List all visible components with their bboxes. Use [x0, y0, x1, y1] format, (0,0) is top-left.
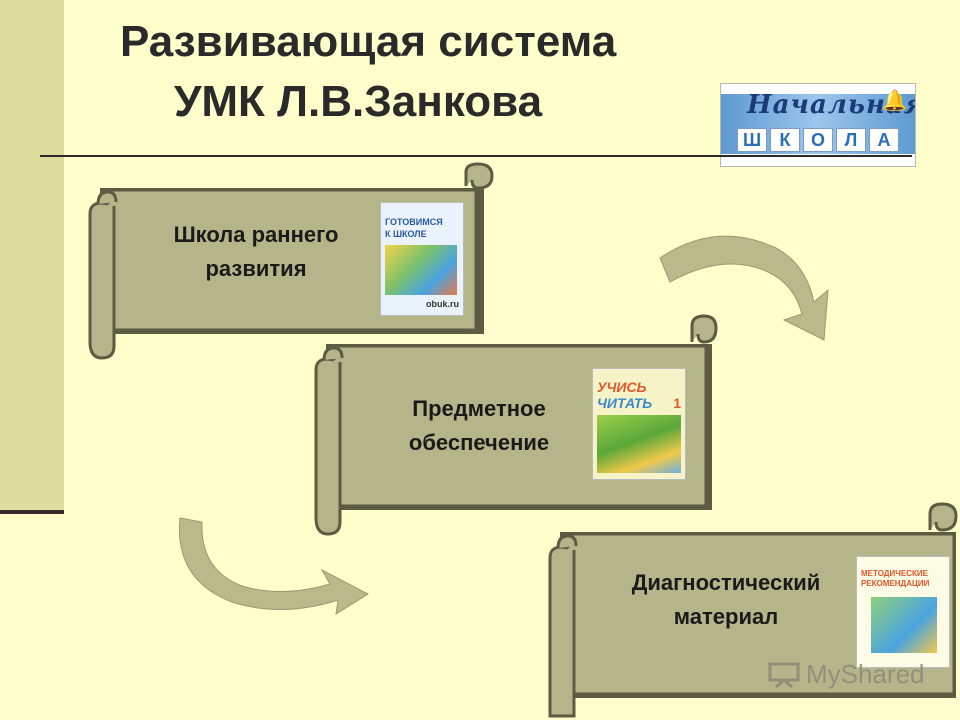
slide-title: Развивающая система УМК Л.В.Занкова — [120, 12, 720, 132]
logo-letter: А — [869, 128, 899, 152]
scroll-label-3: Диагностический материал — [586, 566, 866, 634]
book-1-site: obuk.ru — [426, 299, 459, 309]
title-line-2: УМК Л.В.Занкова — [174, 77, 543, 126]
nachalnaya-shkola-logo: Начальная 🔔 Ш К О Л А — [720, 83, 916, 167]
logo-script-text: Начальная — [747, 90, 916, 120]
book-2-title1: УЧИСЬ — [597, 379, 647, 395]
title-divider — [40, 155, 912, 157]
book-1-title1: ГОТОВИМСЯ — [385, 217, 443, 227]
scroll-card-2: Предметное обеспечение УЧИСЬ ЧИТАТЬ 1 — [312, 314, 722, 538]
logo-letters: Ш К О Л А — [737, 128, 899, 152]
book-3-art — [871, 597, 937, 653]
scroll-label-3-line1: Диагностический — [631, 570, 821, 595]
book-2-number: 1 — [673, 395, 681, 411]
logo-letter: Ш — [737, 128, 767, 152]
book-cover-gotovimsya: ГОТОВИМСЯ К ШКОЛЕ obuk.ru — [380, 202, 464, 316]
book-2-art — [597, 415, 681, 473]
book-1-title2: К ШКОЛЕ — [385, 229, 427, 239]
scroll-card-3: Диагностический материал МЕТОДИЧЕСКИЕ РЕ… — [546, 502, 960, 720]
scroll-label-2: Предметное обеспечение — [364, 392, 594, 460]
flow-arrow-2 — [178, 517, 370, 615]
scroll-label-1-line2: развития — [205, 256, 307, 281]
presentation-icon — [768, 662, 800, 688]
myshared-watermark: MyShared — [768, 656, 925, 692]
book-3-title2: РЕКОМЕНДАЦИИ — [861, 579, 930, 588]
bell-icon: 🔔 — [882, 90, 907, 112]
logo-letter: Л — [836, 128, 866, 152]
flow-arrow-1 — [659, 235, 829, 341]
watermark-text: MyShared — [806, 658, 925, 689]
logo-letter: К — [770, 128, 800, 152]
left-band-underline — [0, 510, 64, 514]
scroll-label-3-line2: материал — [673, 604, 779, 629]
scroll-label-1: Школа раннего развития — [126, 218, 386, 286]
title-line-1: Развивающая система — [120, 17, 617, 66]
book-cover-uchis-chitat: УЧИСЬ ЧИТАТЬ 1 — [592, 368, 686, 480]
scroll-label-1-line1: Школа раннего — [173, 222, 339, 247]
book-cover-metodicheskie: МЕТОДИЧЕСКИЕ РЕКОМЕНДАЦИИ — [856, 556, 950, 668]
scroll-label-2-line2: обеспечение — [408, 430, 550, 455]
book-2-title2: ЧИТАТЬ — [597, 395, 653, 411]
book-1-art — [385, 245, 457, 295]
book-3-title1: МЕТОДИЧЕСКИЕ — [861, 569, 928, 578]
scroll-label-2-line1: Предметное — [412, 396, 546, 421]
scroll-card-1: Школа раннего развития ГОТОВИМСЯ К ШКОЛЕ… — [86, 162, 496, 362]
left-decor-band — [0, 0, 64, 512]
logo-letter: О — [803, 128, 833, 152]
